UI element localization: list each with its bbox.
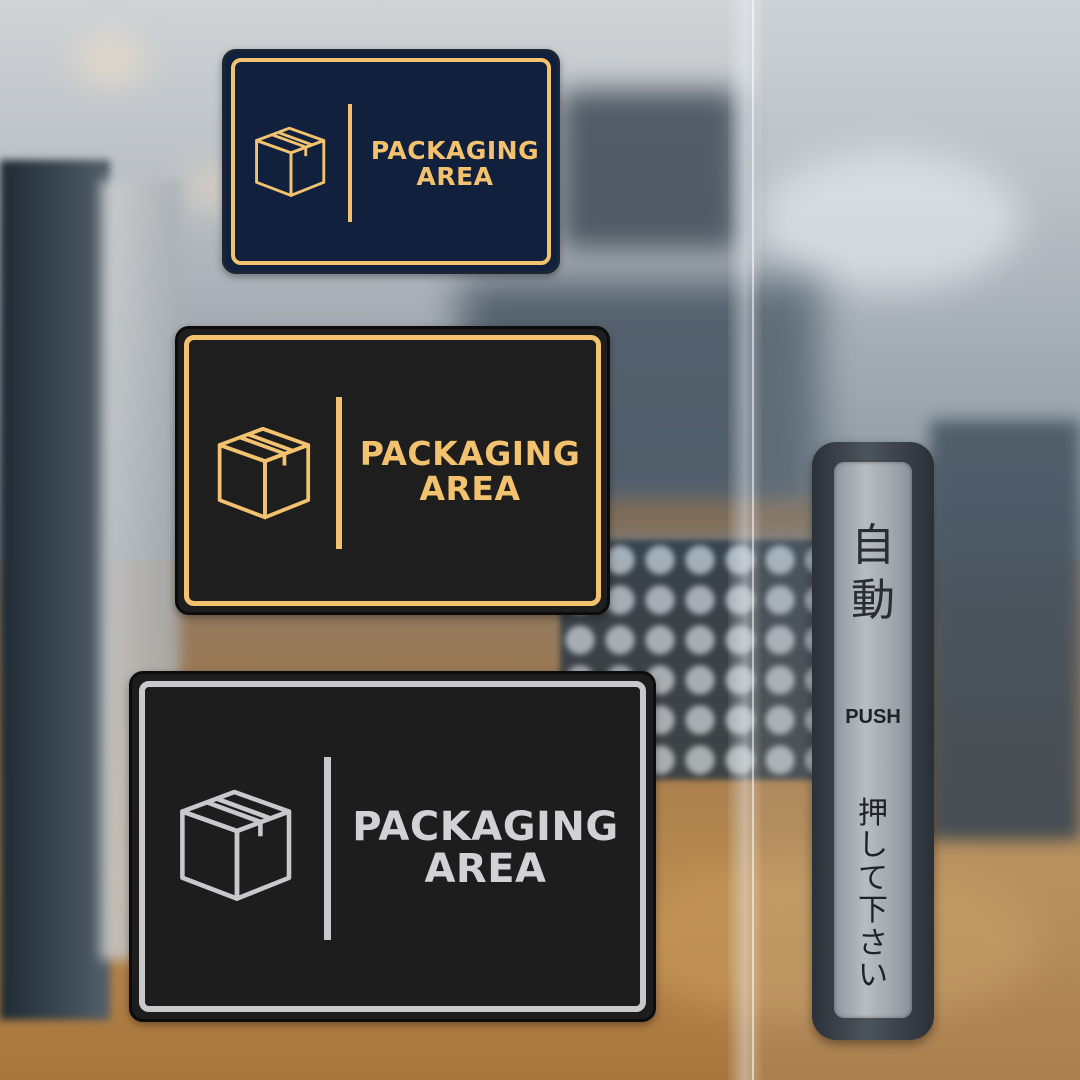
dark-fixture xyxy=(560,90,740,250)
push-label: PUSH xyxy=(845,706,901,728)
box-icon xyxy=(217,426,311,520)
sign-label-line2: AREA xyxy=(419,468,521,508)
right-room xyxy=(930,420,1080,840)
press-label-char: い xyxy=(858,957,888,993)
automatic-label-char: 自 xyxy=(851,520,895,571)
box-icon xyxy=(255,126,326,197)
automatic-door-push-handle[interactable]: 自 動 PUSH 押 し て 下 さ い xyxy=(812,442,934,1040)
sign-label-line1: PACKAGING xyxy=(359,434,581,473)
automatic-label-char: 動 xyxy=(851,575,895,626)
sign-divider xyxy=(324,757,331,940)
press-label-char: て xyxy=(858,860,888,896)
packaging-area-sign-black-gold: PACKAGING AREA xyxy=(175,326,610,615)
press-label-char: し xyxy=(858,828,888,864)
sign-border xyxy=(231,58,551,265)
sign-divider xyxy=(348,104,352,222)
sign-label: PACKAGING AREA xyxy=(354,434,586,508)
packaging-area-sign-navy: PACKAGING AREA xyxy=(222,49,560,274)
please-press-label: 押 し て 下 さ い xyxy=(834,796,912,993)
automatic-label: 自 動 xyxy=(834,518,912,628)
packaging-area-sign-black-silver: PACKAGING AREA xyxy=(129,671,656,1022)
sign-divider xyxy=(336,397,342,549)
box-icon xyxy=(180,789,292,901)
press-label-char: 押 xyxy=(858,796,888,831)
handle-plate[interactable]: 自 動 PUSH 押 し て 下 さ い xyxy=(834,462,912,1018)
glass-door-edge xyxy=(728,0,762,1080)
sign-label: PACKAGING AREA xyxy=(365,136,545,192)
ceiling-glow xyxy=(760,150,1020,290)
press-label-char: 下 xyxy=(858,893,888,929)
glass-edge-highlight xyxy=(752,0,754,1080)
sign-border xyxy=(184,335,601,606)
sign-label-line2: AREA xyxy=(416,162,494,192)
sign-label: PACKAGING AREA xyxy=(344,806,627,890)
sign-label-line1: PACKAGING xyxy=(352,804,619,850)
ceiling-light xyxy=(80,40,140,80)
sign-label-line1: PACKAGING xyxy=(370,136,540,165)
press-label-char: さ xyxy=(858,925,888,961)
sign-border xyxy=(139,681,646,1012)
sign-label-line2: AREA xyxy=(424,846,547,892)
left-wall xyxy=(0,160,110,1020)
